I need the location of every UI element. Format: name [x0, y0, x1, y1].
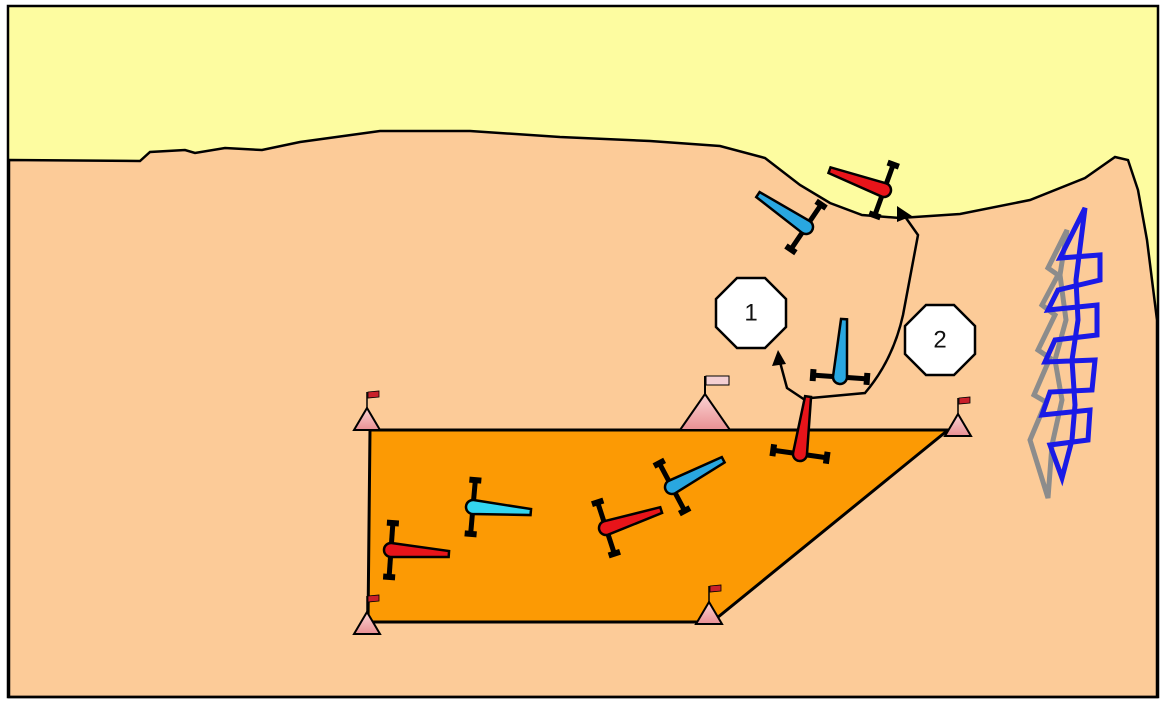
movement-arrow-1 — [772, 350, 806, 402]
fortification — [1027, 206, 1103, 499]
frame-border — [6, 4, 1160, 699]
land — [7, 129, 1159, 699]
fortification-wall — [1038, 206, 1103, 487]
movement-arrow-2 — [810, 206, 920, 400]
marker-2: 2 — [903, 303, 977, 377]
marker-1: 1 — [714, 276, 788, 350]
marker-2-label: 2 — [933, 327, 946, 354]
marker-1-label: 1 — [744, 300, 757, 327]
